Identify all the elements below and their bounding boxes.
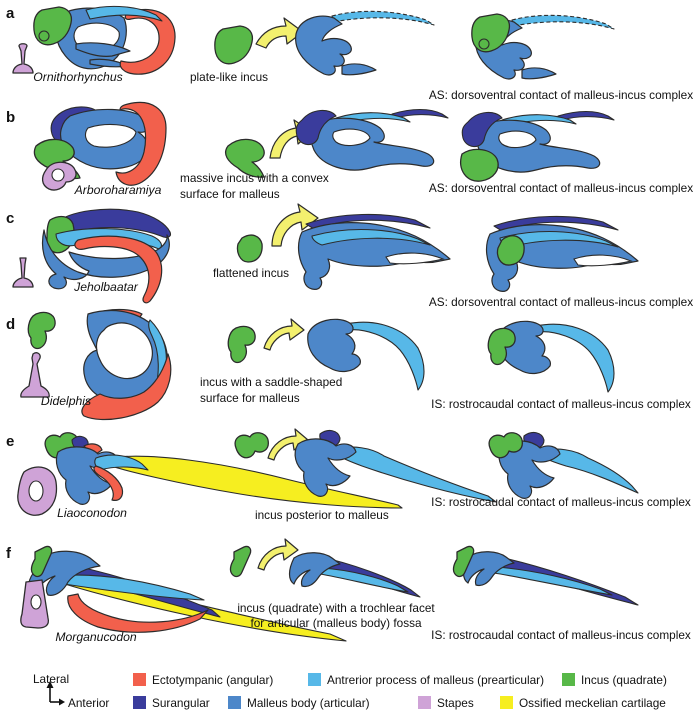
incus-shape	[227, 325, 256, 364]
malleus-complex	[288, 552, 421, 598]
legend-label-malleus-body: Malleus body (articular)	[247, 696, 370, 710]
legend-swatch-anterior-process	[308, 673, 321, 686]
transform-arrow	[257, 538, 299, 571]
legend-swatch-malleus-body	[228, 696, 241, 709]
incus-shape	[27, 311, 56, 350]
taxon-label-e: Liaoconodon	[57, 506, 127, 520]
legend-swatch-ectotympanic	[133, 673, 146, 686]
transform-arrow	[263, 318, 305, 351]
incus-shape	[234, 432, 269, 459]
caption-mid-b-line1: massive incus with a convex	[180, 171, 329, 185]
caption-right-b: AS: dorsoventral contact of malleus-incu…	[428, 181, 694, 195]
caption-mid-b-line2: surface for malleus	[180, 187, 280, 201]
panel-letter-c: c	[6, 210, 15, 227]
legend-swatch-stapes	[418, 696, 431, 709]
caption-right-a: AS: dorsoventral contact of malleus-incu…	[428, 88, 694, 102]
malleus-body-shape	[41, 229, 170, 290]
meckelian-cartilage-shape	[105, 455, 403, 509]
caption-right-d: IS: rostrocaudal contact of malleus-incu…	[431, 397, 691, 411]
incus-shape	[214, 25, 254, 65]
row-c-drawings	[12, 203, 639, 304]
caption-mid-d-line2: surface for malleus	[200, 391, 300, 405]
caption-right-c: AS: dorsoventral contact of malleus-incu…	[428, 295, 694, 309]
panel-letter-a: a	[6, 5, 15, 22]
legend-label-anterior-process: Antrerior process of malleus (prearticul…	[327, 673, 545, 687]
malleus-fossa	[84, 123, 137, 148]
caption-mid-f-line2: for articular (malleus body) fossa	[250, 616, 422, 630]
row-b-drawings	[33, 101, 615, 191]
legend-swatch-meckelian	[500, 696, 513, 709]
anterior-process-shape	[57, 574, 205, 601]
malleus-complex	[497, 320, 615, 393]
row-f-drawings	[20, 538, 639, 642]
ectotympanic-shape	[119, 8, 176, 75]
ectotympanic-shape	[74, 235, 163, 304]
caption-mid-e: incus posterior to malleus	[255, 508, 389, 522]
legend-label-ectotympanic: Ectotympanic (angular)	[152, 673, 274, 687]
stapes-icon	[12, 43, 34, 74]
stapes-icon	[20, 352, 50, 398]
malleus-complex	[462, 551, 639, 606]
legend-swatch-incus	[562, 673, 575, 686]
incus-shape	[460, 148, 499, 182]
ectotympanic-shape	[93, 465, 124, 501]
ectotympanic-shape	[81, 353, 172, 421]
caption-mid-c: flattened incus	[213, 266, 290, 280]
malleus-complex	[295, 108, 449, 171]
anterior-process-shape	[94, 454, 149, 471]
ectotympanic-shape	[115, 101, 167, 186]
taxon-label-d: Didelphis	[40, 394, 92, 408]
taxon-label-c: Jeholbaatar	[74, 280, 138, 294]
taxon-label-a: Ornithorhynchus	[33, 70, 123, 84]
caption-mid-a: plate-like incus	[190, 70, 269, 84]
panel-letter-b: b	[6, 109, 16, 126]
incus-shape	[236, 234, 263, 263]
caption-right-f: IS: rostrocaudal contact of malleus-incu…	[431, 628, 691, 642]
malleus-complex	[295, 10, 435, 76]
caption-mid-d-line1: incus with a saddle-shaped	[200, 375, 343, 389]
stapes-hole	[51, 168, 65, 182]
row-d-drawings	[20, 308, 615, 421]
caption-right-e: IS: rostrocaudal contact of malleus-incu…	[431, 495, 691, 509]
legend-label-incus: Incus (quadrate)	[581, 673, 667, 687]
malleus-spur-shape	[75, 42, 131, 57]
row-e-drawings	[17, 428, 639, 516]
incus-shape	[229, 545, 252, 578]
incus-shape	[496, 235, 525, 266]
panel-letter-f: f	[6, 545, 11, 562]
legend-swatch-surangular	[133, 696, 146, 709]
axis-arrows	[46, 681, 65, 706]
axis-label-lateral: Lateral	[33, 672, 70, 686]
malleus-complex	[297, 213, 451, 290]
taxon-label-f: Morganucodon	[55, 630, 137, 644]
axis-label-anterior: Anterior	[68, 696, 110, 710]
taxon-label-b: Arboroharamiya	[74, 183, 162, 197]
panel-letter-d: d	[6, 316, 16, 333]
incus-fossa-outline	[478, 38, 490, 50]
row-a-drawings	[12, 5, 615, 80]
stapes-icon	[12, 257, 34, 288]
stapes-hole	[30, 594, 42, 610]
incus-shape	[224, 138, 265, 178]
ectotympanic-shape	[67, 593, 209, 633]
transform-arrow	[255, 17, 304, 49]
legend-label-surangular: Surangular	[152, 696, 210, 710]
caption-mid-f-line1: incus (quadrate) with a trochlear facet	[237, 601, 435, 615]
panel-letter-e: e	[6, 433, 15, 450]
malleus-complex	[294, 429, 497, 503]
legend-label-stapes: Stapes	[437, 696, 474, 710]
stapes-hole	[28, 480, 44, 502]
legend-label-meckelian: Ossified meckelian cartilage	[519, 696, 666, 710]
incus-fossa-outline	[38, 30, 50, 42]
anterior-process-shape	[85, 5, 163, 22]
